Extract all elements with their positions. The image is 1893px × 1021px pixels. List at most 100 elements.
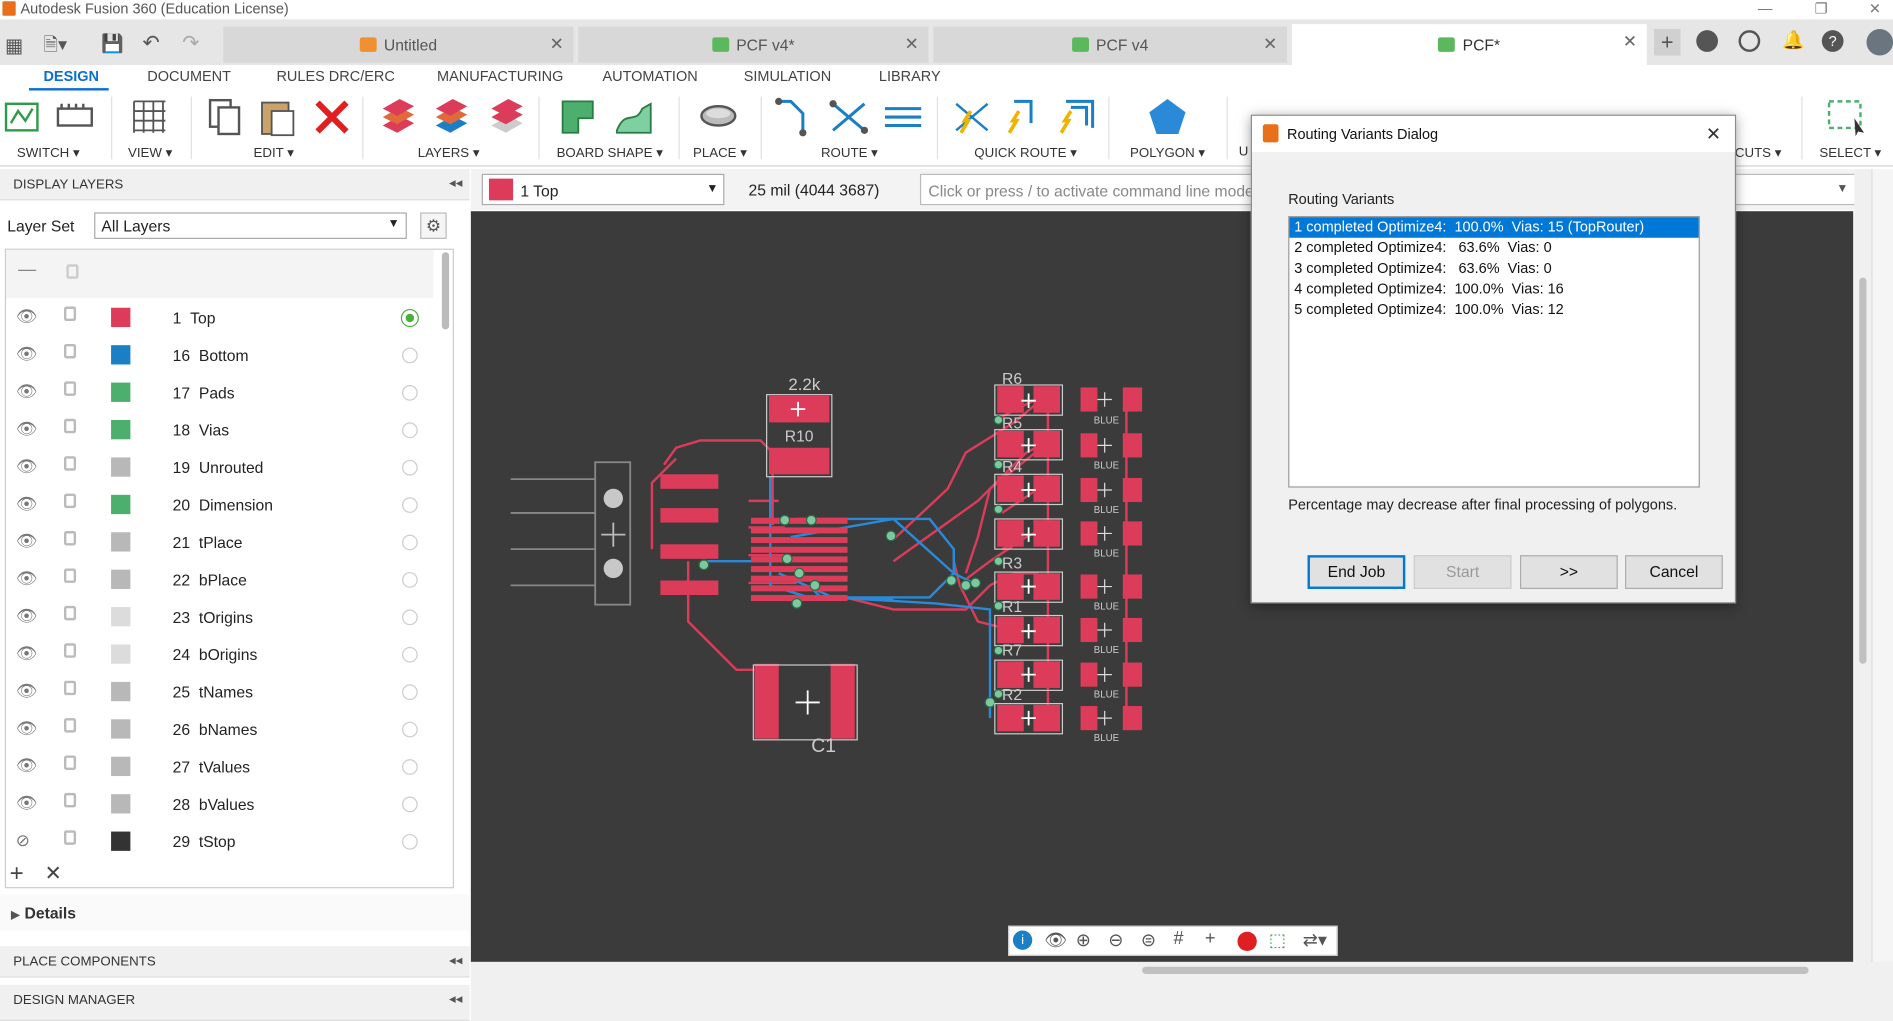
lock-icon[interactable] [63, 830, 77, 845]
switch-to-schematic-icon[interactable] [4, 97, 45, 138]
tab-simulation[interactable]: SIMULATION [743, 67, 832, 85]
layer-settings-icon[interactable] [431, 97, 472, 138]
zoom-fit-icon[interactable]: ⊜ [1140, 930, 1157, 952]
layer-row[interactable]: 👁16 Bottom [6, 337, 436, 374]
layer-row[interactable]: ⊘29 tStop [6, 823, 436, 860]
tab-rules-drc-erc[interactable]: RULES DRC/ERC [276, 67, 395, 85]
switch-group-label[interactable]: SWITCH ▾ [16, 146, 80, 161]
expand-panel-icon[interactable]: ◂◂ [449, 953, 463, 968]
doc-tab-pcf-active[interactable]: PCF* ✕ [1291, 24, 1647, 66]
active-layer-radio[interactable] [402, 534, 418, 551]
eye-icon[interactable]: 👁 [15, 456, 38, 476]
info-icon[interactable]: i [1012, 930, 1033, 950]
lock-icon[interactable] [63, 493, 77, 509]
active-layer-radio[interactable] [402, 684, 418, 701]
active-layer-radio[interactable] [402, 385, 418, 401]
display-layers-header[interactable]: DISPLAY LAYERS ◂◂ [0, 168, 470, 201]
scroll-thumb[interactable] [1859, 277, 1867, 664]
close-tab-icon[interactable]: ✕ [904, 33, 919, 54]
eye-icon[interactable]: 👁 [15, 568, 38, 588]
layer-color-swatch[interactable] [111, 457, 131, 477]
notifications-icon[interactable]: 🔔 [1781, 30, 1805, 51]
layer-color-swatch[interactable] [111, 756, 131, 777]
truncated-group-label[interactable]: U [1238, 144, 1249, 160]
start-button[interactable]: Start [1413, 555, 1512, 589]
eye-icon[interactable]: 👁 [15, 381, 38, 401]
layer-color-swatch[interactable] [111, 307, 131, 328]
extensions-icon[interactable] [1696, 30, 1718, 52]
layer-color-swatch[interactable] [111, 719, 131, 739]
tab-manufacturing[interactable]: MANUFACTURING [437, 67, 564, 85]
right-side-panel[interactable] [1871, 168, 1893, 1021]
layer-color-swatch[interactable] [111, 794, 131, 814]
lock-icon[interactable] [63, 381, 77, 396]
layer-row[interactable]: 👁17 Pads [6, 374, 436, 411]
lock-icon[interactable] [63, 418, 77, 434]
save-icon[interactable]: 💾 [101, 33, 124, 55]
active-layer-radio[interactable] [402, 833, 418, 850]
lock-icon[interactable] [63, 643, 77, 658]
active-layer-radio[interactable] [402, 609, 418, 626]
layer-color-swatch[interactable] [111, 382, 131, 402]
ripup-icon[interactable] [828, 97, 869, 138]
route-group-label[interactable]: ROUTE ▾ [820, 146, 878, 161]
close-window-icon[interactable]: ✕ [1868, 0, 1882, 17]
routing-variant-item[interactable]: 3 completed Optimize4: 63.6% Vias: 0 [1294, 259, 1552, 277]
select-group-label[interactable]: SELECT ▾ [1819, 146, 1882, 161]
chevron-down-icon[interactable]: ▼ [1836, 182, 1849, 196]
edit-group-label[interactable]: EDIT ▾ [253, 146, 294, 161]
select-icon[interactable] [1825, 97, 1866, 138]
tab-document[interactable]: DOCUMENT [147, 67, 231, 85]
outline-icon[interactable] [559, 97, 600, 138]
layer-row[interactable]: 👁27 tValues [6, 748, 436, 785]
active-layer-radio[interactable] [402, 572, 418, 588]
tab-design[interactable]: DESIGN [43, 67, 100, 85]
active-layer-radio[interactable] [402, 796, 418, 813]
polygon-group-label[interactable]: POLYGON ▾ [1130, 146, 1206, 161]
pcb-board[interactable]: 2.2k R10 C1 R6 R5 R4 R3 R1 R7 R2 BLUE BL… [471, 211, 1853, 962]
job-status-icon[interactable] [1738, 30, 1761, 52]
routing-variant-item[interactable]: 1 completed Optimize4: 100.0% Vias: 15 (… [1289, 217, 1699, 238]
lock-icon[interactable] [63, 343, 77, 359]
autorouter-icon[interactable] [1002, 97, 1043, 138]
expand-panel-icon[interactable]: ◂◂ [449, 992, 463, 1007]
active-layer-radio[interactable] [402, 310, 418, 326]
layer-color-swatch[interactable] [111, 644, 131, 664]
layer-row[interactable]: 👁18 Vias [6, 412, 436, 449]
route-icon[interactable] [774, 97, 815, 138]
layer-row[interactable]: 👁20 Dimension [6, 486, 436, 523]
redo-icon[interactable]: ↷ [182, 31, 200, 55]
eye-icon[interactable]: 👁 [15, 643, 38, 663]
layer-row[interactable]: 👁22 bPlace [6, 561, 436, 598]
help-icon[interactable]: ? [1821, 30, 1844, 52]
active-layer-radio[interactable] [402, 646, 418, 663]
close-dialog-icon[interactable]: ✕ [1705, 124, 1722, 145]
file-menu-icon[interactable]: 🗎▾ [43, 35, 68, 56]
layer-color-swatch[interactable] [111, 831, 131, 851]
tab-automation[interactable]: AUTOMATION [602, 67, 698, 85]
layer-row[interactable]: 👁19 Unrouted [6, 449, 436, 486]
active-layer-radio[interactable] [402, 347, 418, 364]
zoom-out-icon[interactable]: ⊖ [1108, 930, 1124, 952]
filter-dropdown-icon[interactable]: ⇄▾ [1302, 930, 1327, 952]
lock-icon[interactable] [63, 792, 77, 808]
lock-icon[interactable] [63, 306, 77, 322]
layers-icon[interactable] [378, 97, 419, 138]
layer-row[interactable]: 👁21 tPlace [6, 524, 436, 561]
eye-icon[interactable]: 👁 [15, 680, 38, 701]
new-tab-icon[interactable]: + [1654, 28, 1681, 56]
layer-list-scrollbar[interactable] [441, 252, 450, 330]
lock-icon[interactable] [63, 718, 77, 733]
layer-color-swatch[interactable] [111, 345, 131, 365]
view-group-label[interactable]: VIEW ▾ [127, 146, 173, 161]
collapse-all-icon[interactable]: — [18, 259, 37, 281]
close-tab-icon[interactable]: ✕ [549, 33, 564, 54]
board-shape-group-label[interactable]: BOARD SHAPE ▾ [556, 146, 663, 161]
layers-group-label[interactable]: LAYERS ▾ [417, 146, 480, 161]
routing-variant-item[interactable]: 4 completed Optimize4: 100.0% Vias: 16 [1294, 280, 1564, 297]
avatar[interactable] [1866, 28, 1893, 56]
end-job-button[interactable]: End Job [1307, 555, 1406, 589]
paste-icon[interactable] [257, 97, 298, 138]
eye-icon[interactable]: 👁 [15, 418, 38, 439]
view-icon[interactable]: 👁 [1044, 930, 1068, 952]
